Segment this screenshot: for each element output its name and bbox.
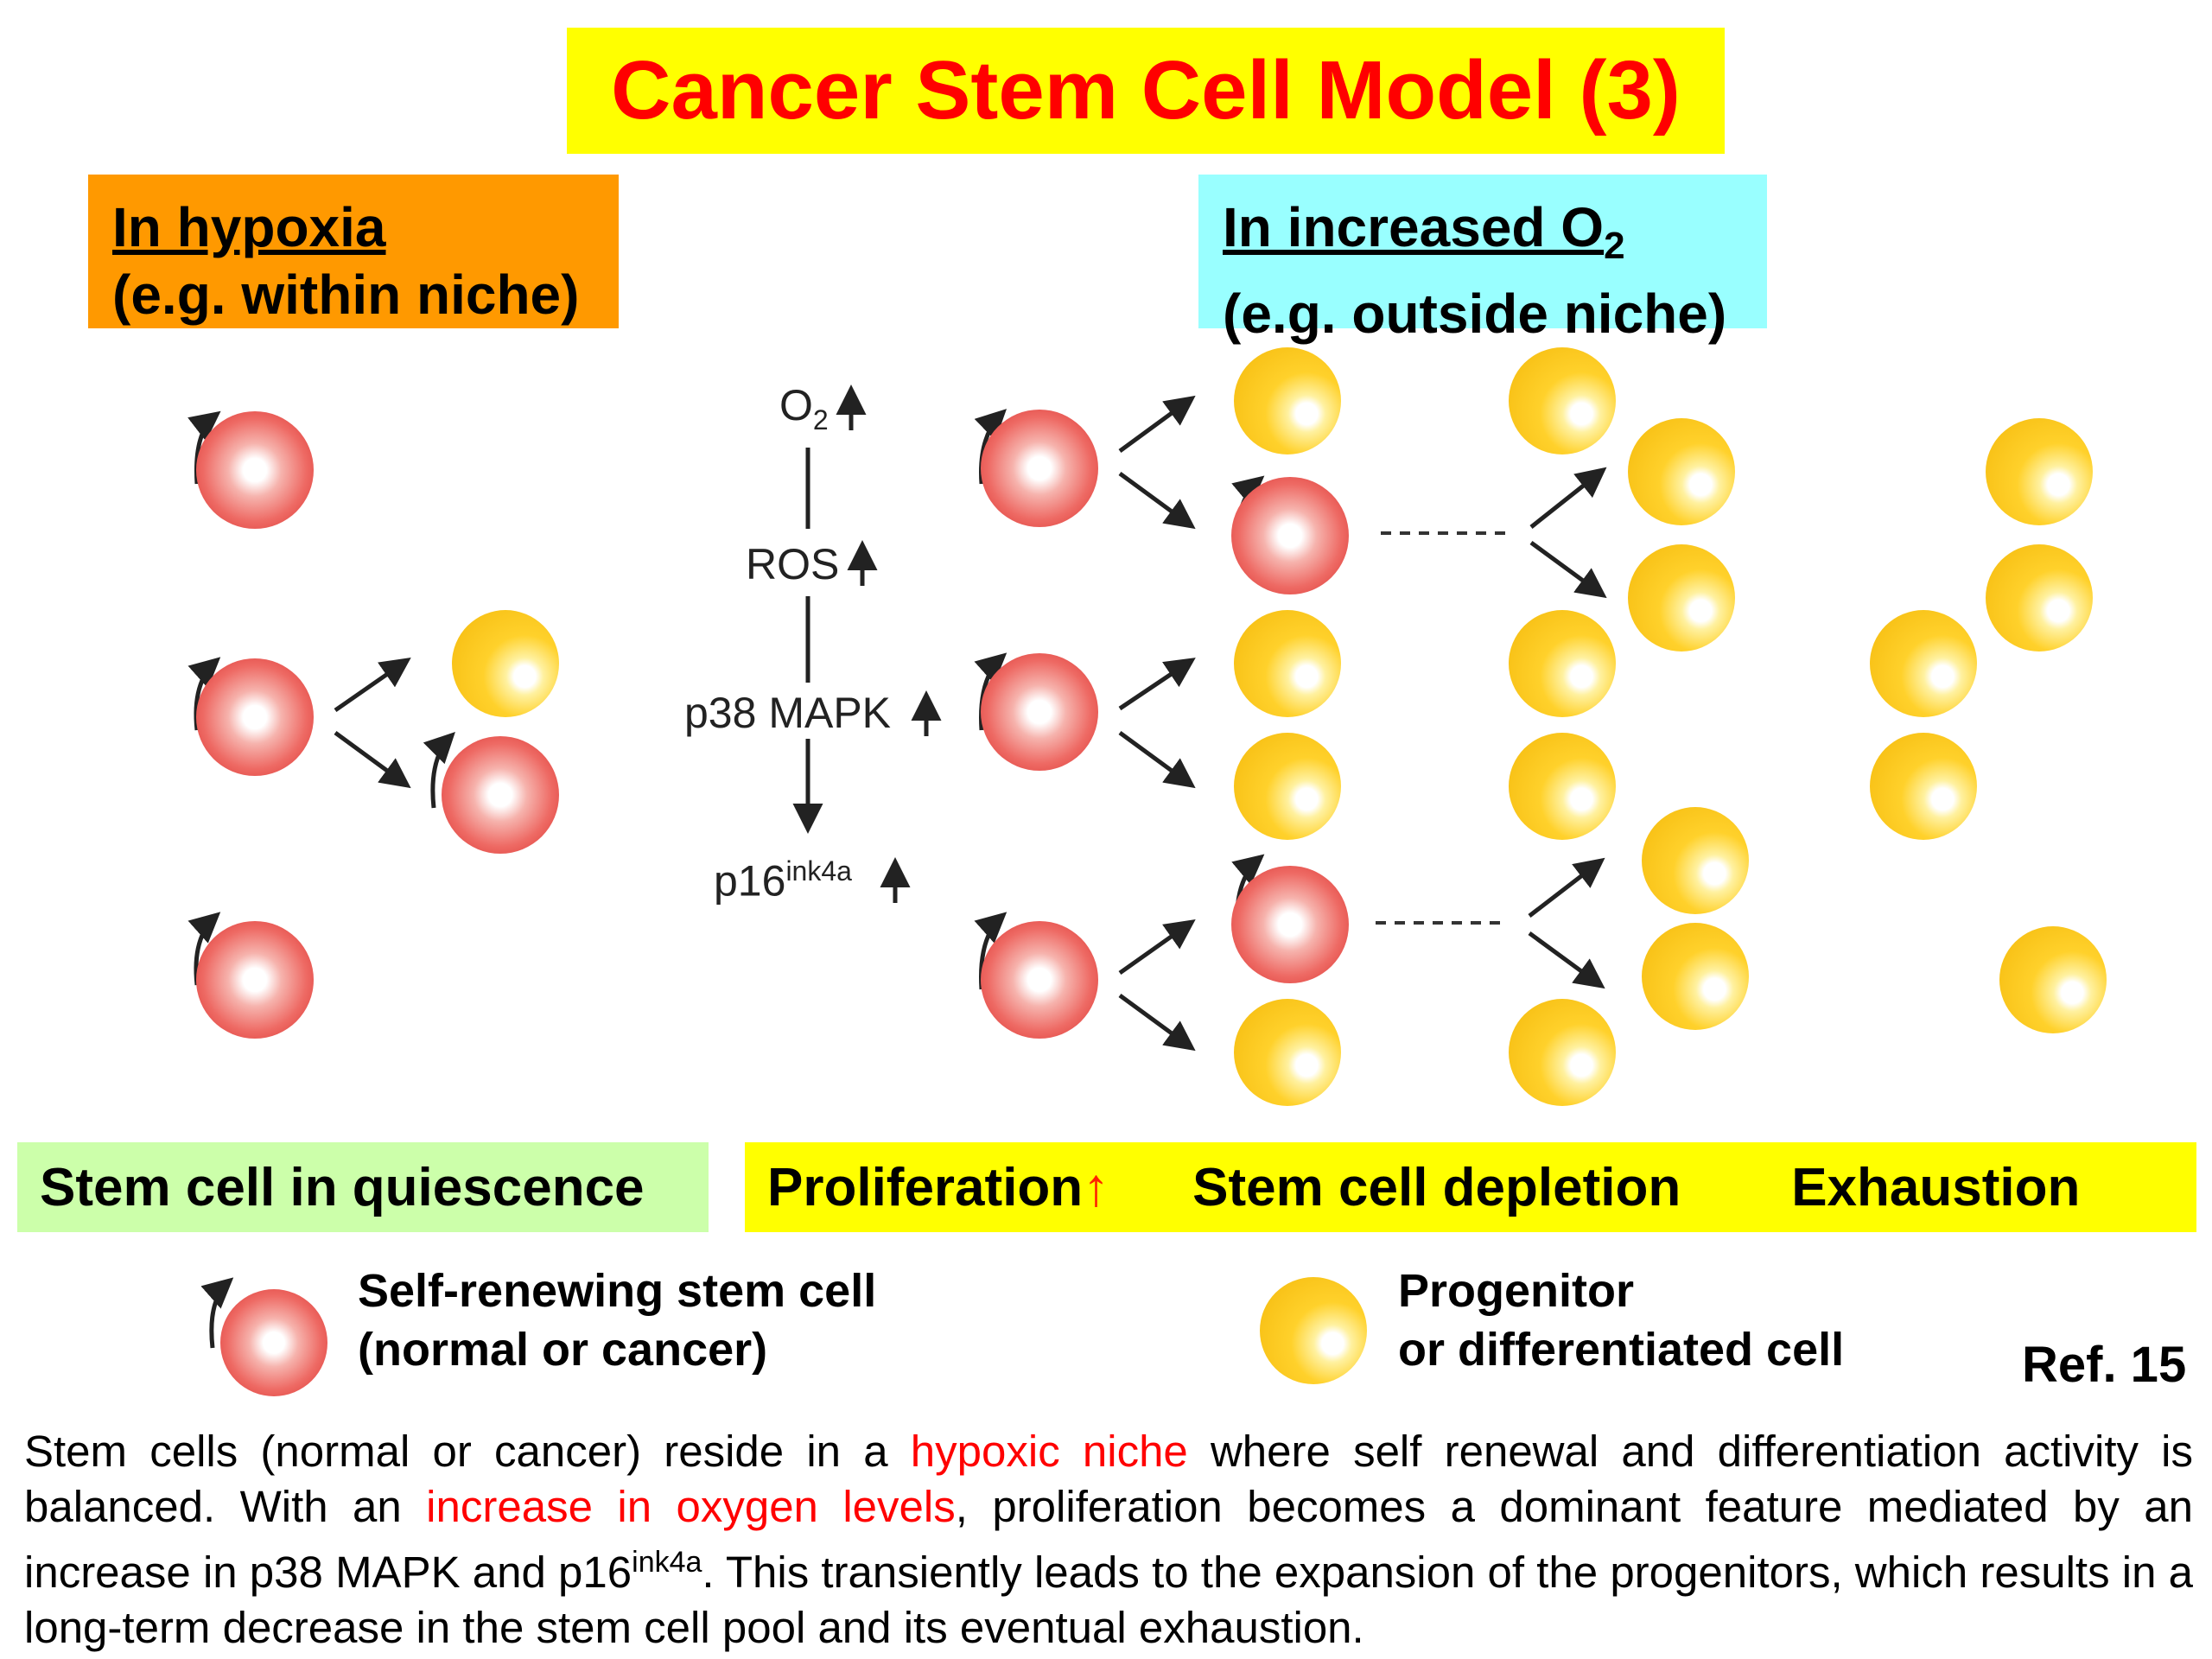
stem-cell (196, 411, 314, 529)
phase-bar: Proliferation↑ Stem cell depletion Exhau… (745, 1142, 2196, 1232)
oxygen-heading-subscript: 2 (1604, 224, 1625, 267)
hypoxia-label-box: In hypoxia (e.g. within niche) (88, 175, 619, 328)
progenitor-cell (1986, 418, 2093, 525)
reference-label: Ref. 15 (2022, 1337, 2187, 1393)
proliferation-label: Proliferation (767, 1157, 1084, 1217)
pathway-ros-label: ROS (746, 540, 840, 588)
caption-text: Stem cells (normal or cancer) reside in … (24, 1427, 2194, 1652)
progenitor-cell (452, 610, 559, 717)
quiescence-bar: Stem cell in quiescence (17, 1142, 709, 1232)
up-arrow-icon: ↑ (1083, 1157, 1110, 1217)
legend-progenitor-cell (1260, 1277, 1367, 1384)
progenitor-cell (1509, 347, 1616, 454)
legend-stem-text: Self-renewing stem cell (normal or cance… (358, 1265, 877, 1376)
progenitor-cell (1870, 610, 1977, 717)
progenitor-cell (1999, 926, 2107, 1033)
oxygen-subheading: (e.g. outside niche) (1223, 282, 1727, 345)
pathway-o2-label: O2 (779, 381, 829, 435)
title-banner: Cancer Stem Cell Model (3) (567, 28, 1725, 154)
stem-cell (442, 736, 559, 854)
progenitor-cell (1986, 544, 2093, 652)
progenitor-cell (1870, 733, 1977, 840)
progenitor-cell (1642, 807, 1749, 914)
hypoxia-heading: In hypoxia (112, 196, 386, 258)
stem-cell (1231, 866, 1349, 983)
progenitor-cell (1628, 418, 1735, 525)
pathway-p38-label: p38 MAPK (684, 689, 892, 737)
quiescence-label: Stem cell in quiescence (40, 1157, 645, 1217)
progenitor-cell (1234, 347, 1341, 454)
stem-cell (1231, 477, 1349, 594)
self-renew-arrow (200, 1277, 234, 1349)
pathway-p16-label: p16ink4a (714, 855, 852, 906)
page-title: Cancer Stem Cell Model (3) (611, 44, 1681, 137)
hypoxia-subheading: (e.g. within niche) (112, 264, 580, 326)
progenitor-cell (1234, 610, 1341, 717)
legend-stem-cell (220, 1289, 327, 1396)
progenitor-cell (1642, 923, 1749, 1030)
progenitor-cell (1509, 999, 1616, 1106)
progenitor-cell (1628, 544, 1735, 652)
stem-cell (981, 410, 1098, 527)
legend-progenitor-text: Progenitor or differentiated cell (1398, 1265, 1845, 1376)
stem-cell (196, 921, 314, 1039)
oxygen-label-box: In increased O2 (e.g. outside niche) (1198, 175, 1767, 345)
progenitor-cell (1509, 610, 1616, 717)
exhaustion-label: Exhaustion (1791, 1157, 2081, 1217)
stem-cell (196, 658, 314, 776)
self-renew-arrow (423, 732, 455, 809)
progenitor-cell (1509, 733, 1616, 840)
stem-cell (981, 921, 1098, 1039)
depletion-label: Stem cell depletion (1192, 1157, 1681, 1217)
oxygen-heading: In increased O (1223, 196, 1605, 258)
progenitor-cell (1234, 733, 1341, 840)
stem-cell (981, 653, 1098, 771)
progenitor-cell (1234, 999, 1341, 1106)
